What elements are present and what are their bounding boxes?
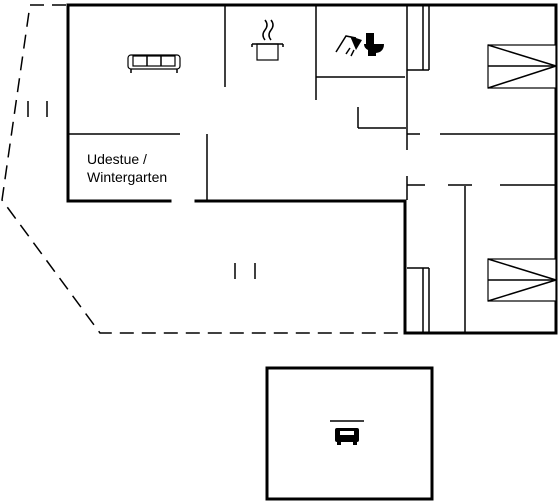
sunroom-label: Udestue / Wintergarten: [87, 151, 167, 185]
garage-walls: [265, 366, 434, 501]
cooking-pot-icon: [251, 19, 284, 61]
sunroom-label-line2: Wintergarten: [87, 169, 167, 185]
sofa-icon: [127, 54, 181, 73]
interior-walls: [68, 5, 556, 333]
bed-icon: [487, 258, 557, 302]
sunroom-label-line1: Udestue /: [87, 151, 147, 167]
opening-markers: [27, 101, 256, 279]
shower-icon: [335, 35, 362, 57]
toilet-icon: [364, 33, 384, 56]
car-icon: [330, 420, 364, 445]
terrace-outline: [1, 4, 405, 334]
outer-walls: [66, 3, 558, 335]
bed-icon: [487, 44, 557, 89]
